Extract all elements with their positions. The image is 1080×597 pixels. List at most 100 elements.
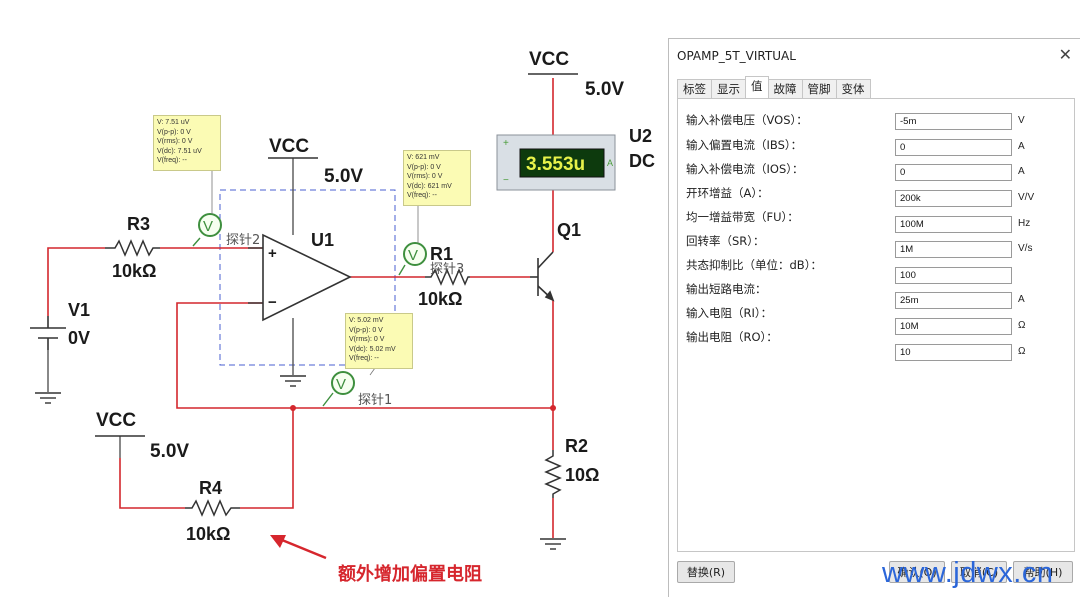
tab-fault[interactable]: 故障 bbox=[767, 79, 803, 98]
ok-button[interactable]: 确认(O) bbox=[889, 561, 945, 583]
r1-name: R1 bbox=[430, 244, 453, 264]
power-wires bbox=[47, 158, 294, 458]
tab-label[interactable]: 标签 bbox=[677, 79, 712, 98]
ground-icon bbox=[540, 538, 566, 550]
u2-mode: DC bbox=[629, 151, 655, 171]
ibs-input[interactable] bbox=[895, 139, 1012, 156]
param-unit: V bbox=[1018, 115, 1025, 126]
close-icon[interactable]: ✕ bbox=[1058, 45, 1072, 64]
cmrr-input[interactable] bbox=[895, 267, 1012, 284]
resistor-r2-icon bbox=[544, 450, 562, 498]
v1-value: 0V bbox=[68, 328, 90, 348]
opamp-plus-sign: + bbox=[268, 245, 277, 262]
param-unit: A bbox=[1018, 166, 1025, 177]
vcc-voltage: 5.0V bbox=[324, 166, 363, 187]
resistor-r4-icon bbox=[185, 499, 240, 517]
watermark: www.jdwx.cn bbox=[882, 557, 1054, 589]
svg-text:V: V bbox=[336, 376, 346, 393]
svg-text:V: V bbox=[408, 247, 418, 264]
ground-icon bbox=[280, 375, 306, 387]
r3-name: R3 bbox=[127, 214, 150, 234]
r4-value: 10kΩ bbox=[186, 524, 230, 544]
u1-name: U1 bbox=[311, 230, 334, 250]
probe-2-tooltip: V: 7.51 uV V(p-p): 0 V V(rms): 0 V V(dc)… bbox=[153, 115, 221, 171]
param-label: 输入补偿电流（IOS）： bbox=[686, 162, 804, 176]
svg-text:V: V bbox=[203, 218, 213, 235]
annotation-arrow-icon bbox=[270, 535, 327, 560]
ios-input[interactable] bbox=[895, 164, 1012, 181]
param-unit: Ω bbox=[1018, 320, 1026, 331]
r2-name: R2 bbox=[565, 436, 588, 456]
ammeter-unit: A bbox=[607, 158, 613, 168]
red-wires bbox=[47, 78, 554, 538]
probe-2-label: 探针2 bbox=[226, 233, 260, 248]
tab-display[interactable]: 显示 bbox=[711, 79, 746, 98]
param-label: 开环增益（A）： bbox=[686, 186, 769, 200]
opamp-minus-sign: − bbox=[268, 294, 277, 311]
q1-name: Q1 bbox=[557, 220, 581, 240]
param-label: 共态抑制比（单位：dB）： bbox=[686, 258, 822, 272]
gain-input[interactable] bbox=[895, 190, 1012, 207]
fu-input[interactable] bbox=[895, 216, 1012, 233]
param-label: 输出短路电流： bbox=[686, 282, 767, 296]
ro-input[interactable] bbox=[895, 344, 1012, 361]
probe-1-tooltip: V: 5.02 mV V(p-p): 0 V V(rms): 0 V V(dc)… bbox=[345, 313, 413, 369]
param-label: 均一增益带宽（FU）： bbox=[686, 210, 799, 224]
short-current-input[interactable] bbox=[895, 292, 1012, 309]
help-button[interactable]: 帮助(H) bbox=[1013, 561, 1073, 583]
battery-icon bbox=[30, 316, 66, 350]
probe-1-icon[interactable]: V bbox=[322, 371, 355, 407]
junction-dot bbox=[290, 405, 296, 411]
junction-dot bbox=[550, 405, 556, 411]
tab-variant[interactable]: 变体 bbox=[835, 79, 871, 98]
dialog-title: OPAMP_5T_VIRTUAL bbox=[677, 49, 796, 63]
param-label: 回转率（SR）： bbox=[686, 234, 765, 248]
vos-input[interactable] bbox=[895, 113, 1012, 130]
vcc-bars bbox=[95, 73, 578, 437]
sr-input[interactable] bbox=[895, 241, 1012, 258]
cancel-button[interactable]: 取消(C) bbox=[951, 561, 1007, 583]
probe-3-label: 探针3 bbox=[430, 262, 464, 277]
value-panel: 输入补偿电压（VOS）： V 输入偏置电流（IBS）： A 输入补偿电流（IOS… bbox=[677, 98, 1075, 552]
resistor-r1-icon bbox=[425, 268, 470, 286]
vcc-label: VCC bbox=[269, 136, 309, 157]
tab-bar: 标签 显示 值 故障 管脚 变体 bbox=[677, 76, 871, 99]
opamp-u1-icon bbox=[262, 233, 352, 322]
tab-pins[interactable]: 管脚 bbox=[801, 79, 837, 98]
ammeter-plus: + bbox=[503, 138, 509, 149]
ammeter-minus: − bbox=[503, 175, 509, 186]
probe-1-label: 探针1 bbox=[358, 393, 392, 408]
r1-value: 10kΩ bbox=[418, 289, 462, 309]
opamp-properties-dialog: OPAMP_5T_VIRTUAL ✕ 标签 显示 值 故障 管脚 变体 输入补偿… bbox=[668, 38, 1080, 597]
param-unit: A bbox=[1018, 294, 1025, 305]
replace-button[interactable]: 替换(R) bbox=[677, 561, 735, 583]
circuit-schematic: + − 3.553u A + − V V V 探针2 探针3 探针1 VCC 5… bbox=[30, 49, 655, 560]
param-label: 输入补偿电压（VOS）： bbox=[686, 113, 808, 127]
vcc-voltage: 5.0V bbox=[150, 441, 189, 462]
r3-value: 10kΩ bbox=[112, 261, 156, 281]
probe-3-icon[interactable]: V bbox=[398, 242, 427, 276]
param-unit: A bbox=[1018, 141, 1025, 152]
vcc-label: VCC bbox=[96, 410, 136, 431]
param-unit: V/s bbox=[1018, 243, 1033, 254]
u2-name: U2 bbox=[629, 126, 652, 146]
transistor-q1-icon bbox=[530, 251, 555, 302]
probe-2-icon[interactable]: V bbox=[192, 213, 222, 247]
annotation-text: 额外增加偏置电阻 bbox=[338, 564, 482, 585]
ground-icon bbox=[35, 392, 61, 404]
vcc-voltage: 5.0V bbox=[585, 79, 624, 100]
ri-input[interactable] bbox=[895, 318, 1012, 335]
param-unit: Hz bbox=[1018, 218, 1031, 229]
param-unit: Ω bbox=[1018, 346, 1026, 357]
vcc-label: VCC bbox=[529, 49, 569, 70]
tab-value[interactable]: 值 bbox=[745, 76, 769, 98]
probe-3-tooltip: V: 621 mV V(p-p): 0 V V(rms): 0 V V(dc):… bbox=[403, 150, 471, 206]
r2-value: 10Ω bbox=[565, 465, 599, 485]
param-label: 输入电阻（RI）： bbox=[686, 306, 773, 320]
r4-name: R4 bbox=[199, 478, 222, 498]
resistor-r3-icon bbox=[105, 239, 160, 257]
param-label: 输出电阻（RO）： bbox=[686, 330, 778, 344]
ammeter-reading: 3.553u bbox=[526, 154, 585, 175]
param-unit: V/V bbox=[1018, 192, 1035, 203]
param-label: 输入偏置电流（IBS）： bbox=[686, 138, 803, 152]
